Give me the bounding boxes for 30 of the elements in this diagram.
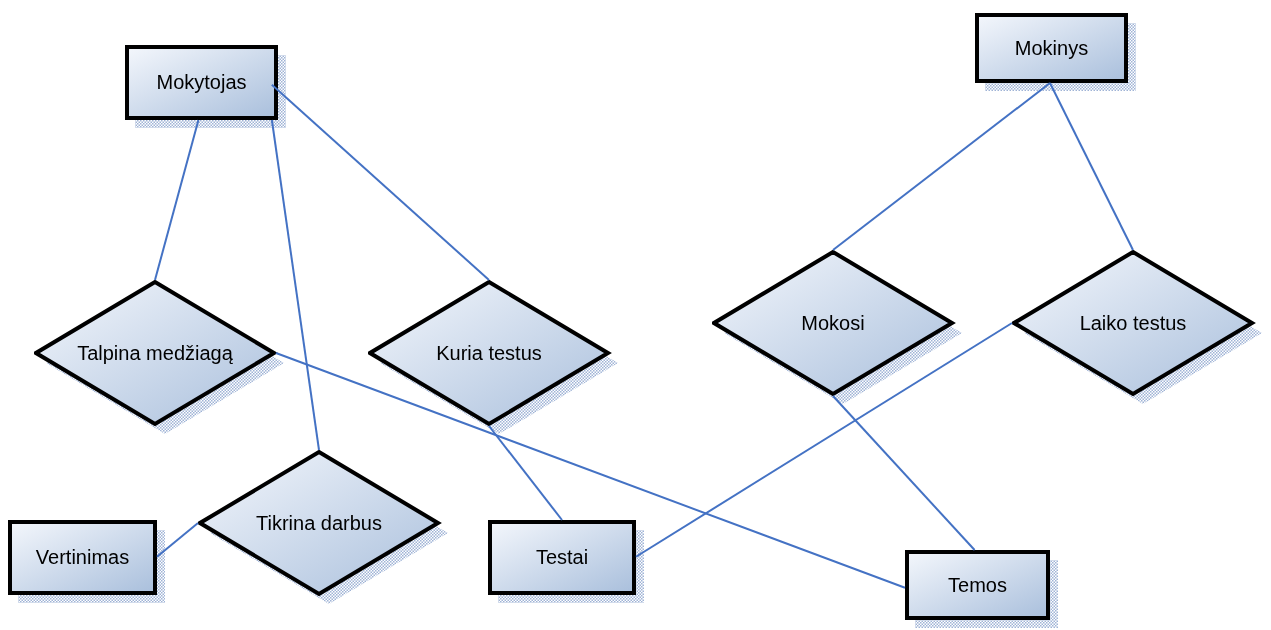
node-label: Testai xyxy=(534,545,590,570)
connector-line xyxy=(156,522,199,558)
relationship-diamond xyxy=(1012,250,1264,406)
connector-line xyxy=(488,425,563,521)
node-label: Mokinys xyxy=(1013,35,1090,61)
connector-line xyxy=(832,82,1051,251)
connector-line xyxy=(635,322,1013,558)
entity-box xyxy=(905,550,1060,630)
connector-line xyxy=(1048,82,1134,251)
node-label: Temos xyxy=(947,572,1008,598)
node-label: Kuria testus xyxy=(435,340,543,366)
relationship-diamond xyxy=(198,450,450,606)
node-label: Talpina medžiagą xyxy=(76,340,234,366)
relationship-diamond xyxy=(34,280,286,436)
node-label: Vertinimas xyxy=(34,545,131,570)
entity-box xyxy=(488,520,646,605)
entity-box xyxy=(975,13,1138,93)
entity-box xyxy=(8,520,167,605)
connector-line xyxy=(270,83,490,281)
relationship-diamond xyxy=(712,250,964,406)
connector-line xyxy=(270,119,320,451)
connector-line xyxy=(832,395,976,551)
node-label: Laiko testus xyxy=(1078,310,1188,336)
node-label: Tikrina darbus xyxy=(255,510,383,536)
relationship-diamond xyxy=(368,280,620,436)
connector-line xyxy=(154,119,200,281)
connector-line xyxy=(275,352,906,589)
node-label: Mokytojas xyxy=(155,70,248,95)
entity-box xyxy=(125,45,288,130)
node-label: Mokosi xyxy=(800,310,866,336)
